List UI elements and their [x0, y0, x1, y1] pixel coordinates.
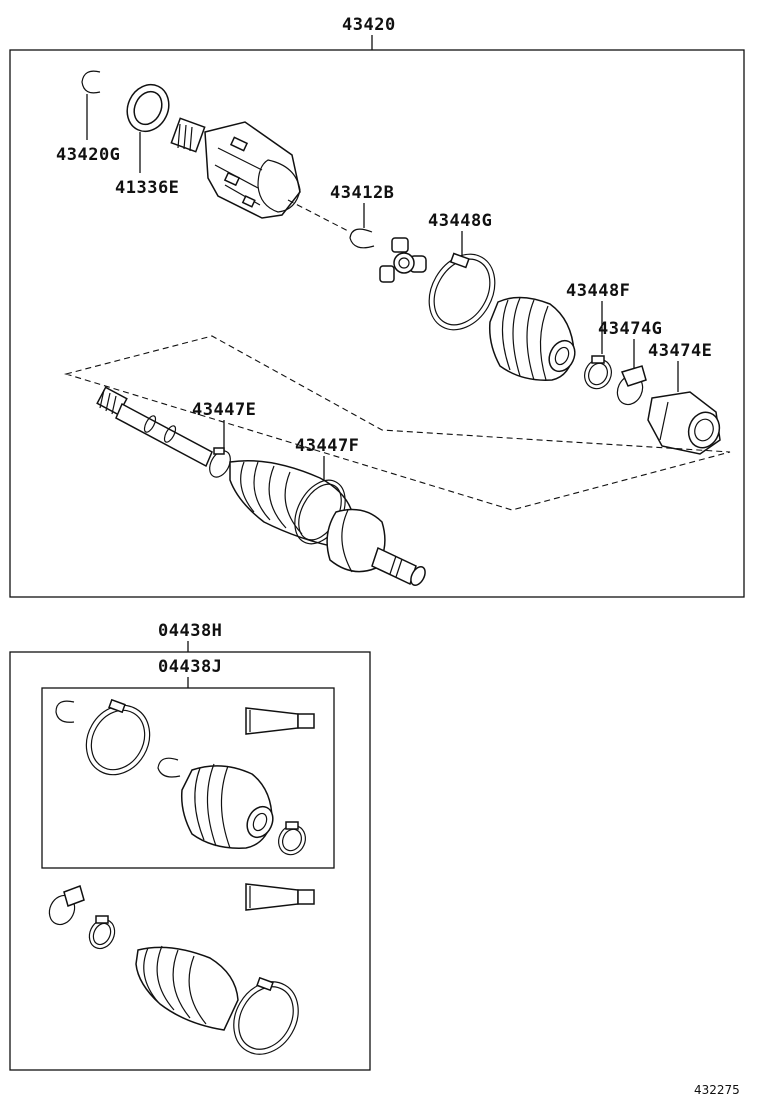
label-43448g[interactable]: 43448G: [428, 211, 492, 231]
kit2-small-clamp-part[interactable]: [85, 915, 119, 952]
dust-seal-41336e-part[interactable]: [120, 78, 177, 138]
inboard-boot-part[interactable]: [488, 296, 580, 381]
boot-clamp-43447e-part[interactable]: [205, 447, 234, 480]
label-04438h[interactable]: 04438H: [158, 621, 222, 641]
label-43474g[interactable]: 43474G: [598, 319, 662, 339]
sub-assembly-outline: [63, 335, 731, 511]
kit-frame-inner: [41, 687, 335, 869]
kit-snap-ring-part[interactable]: [55, 700, 75, 723]
label-41336e[interactable]: 41336E: [115, 178, 179, 198]
kit-small-clamp-part[interactable]: [274, 821, 310, 859]
kit-small-snap-ring-part[interactable]: [157, 757, 181, 778]
label-43448f[interactable]: 43448F: [566, 281, 630, 301]
label-43420g[interactable]: 43420G: [56, 145, 120, 165]
label-43447f[interactable]: 43447F: [295, 436, 359, 456]
tulip-clamp-43474g-part[interactable]: [613, 365, 647, 409]
boot-clamp-43448f-part[interactable]: [580, 355, 616, 393]
dash-axis-1: [287, 199, 351, 233]
label-43474e[interactable]: 43474E: [648, 341, 712, 361]
label-43420[interactable]: 43420: [342, 15, 396, 35]
assembly-frame: [9, 49, 745, 598]
kit2-tulip-clamp-part[interactable]: [45, 885, 85, 929]
snap-ring-43412b-part[interactable]: [349, 228, 375, 249]
drive-shaft-part[interactable]: [96, 386, 213, 468]
kit2-grease-tube-part[interactable]: [245, 883, 315, 911]
kit-frame-outer: [9, 651, 371, 1071]
kit-inner-boot-part[interactable]: [180, 763, 278, 849]
kit-large-clamp-part[interactable]: [74, 694, 162, 786]
kit-grease-tube-part[interactable]: [245, 707, 315, 735]
label-43412b[interactable]: 43412B: [330, 183, 394, 203]
boot-clamp-43448g-part[interactable]: [416, 242, 508, 341]
tripod-spider-part[interactable]: [379, 237, 427, 283]
kit2-large-clamp-part[interactable]: [221, 970, 311, 1066]
label-43447e[interactable]: 43447E: [192, 400, 256, 420]
label-04438j[interactable]: 04438J: [158, 657, 222, 677]
figure-number: 432275: [694, 1083, 740, 1097]
inboard-joint-housing-part[interactable]: [170, 117, 301, 219]
outboard-boot-part[interactable]: [229, 459, 428, 588]
snap-ring-43420g-part[interactable]: [81, 70, 101, 94]
kit2-outer-boot-part[interactable]: [135, 945, 239, 1031]
tulip-housing-43474e-part[interactable]: [647, 391, 724, 455]
